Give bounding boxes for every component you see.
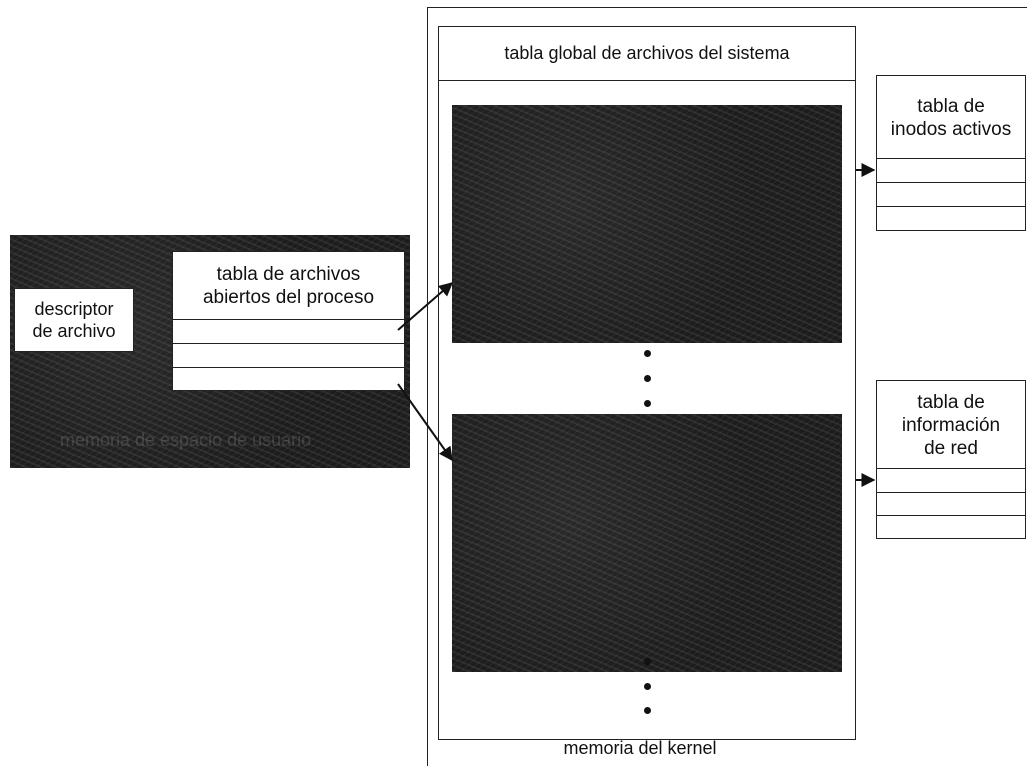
- user-space-memory-label: memoria de espacio de usuario: [60, 430, 312, 450]
- process-table-row: [172, 343, 405, 368]
- ellipsis-dot: [644, 350, 651, 357]
- network-table-row: [876, 492, 1026, 516]
- global-table-entry: [452, 105, 842, 343]
- ellipsis-dot: [644, 375, 651, 382]
- global-file-table-title: tabla global de archivos del sistema: [438, 26, 856, 81]
- network-table-row: [876, 515, 1026, 539]
- network-info-table-title: tabla de información de red: [876, 380, 1026, 470]
- file-descriptor-label: descriptor de archivo: [14, 288, 134, 352]
- inode-table-row: [876, 206, 1026, 231]
- process-open-files-table-title: tabla de archivos abiertos del proceso: [172, 251, 405, 321]
- ellipsis-dot: [644, 707, 651, 714]
- global-table-entry: [452, 414, 842, 672]
- ellipsis-dot: [644, 683, 651, 690]
- active-inodes-table-title: tabla de inodos activos: [876, 75, 1026, 160]
- network-table-row: [876, 468, 1026, 493]
- ellipsis-dot: [644, 658, 651, 665]
- inode-table-row: [876, 182, 1026, 207]
- process-table-row: [172, 319, 405, 344]
- inode-table-row: [876, 158, 1026, 183]
- process-table-row: [172, 367, 405, 391]
- kernel-memory-label: memoria del kernel: [563, 738, 717, 758]
- ellipsis-dot: [644, 400, 651, 407]
